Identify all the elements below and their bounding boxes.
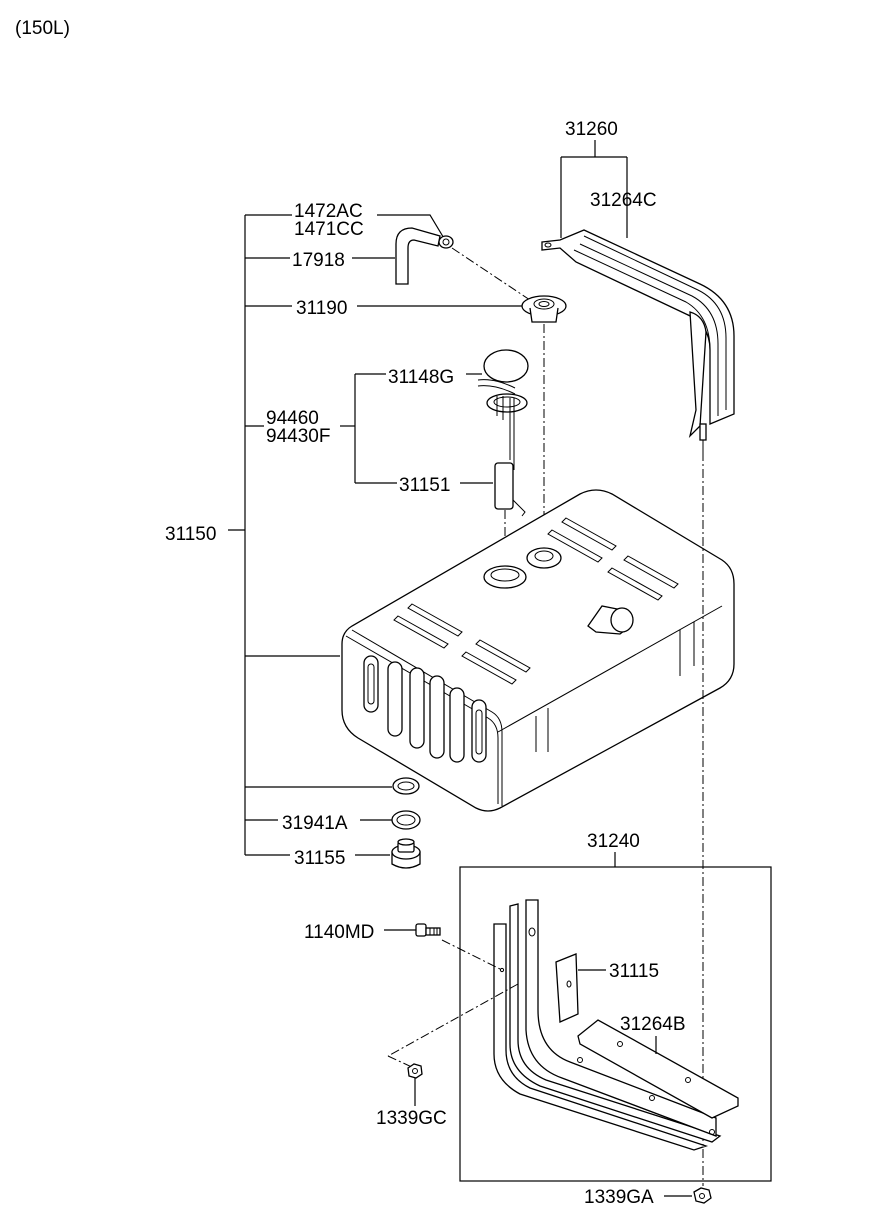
- label-1140MD: 1140MD: [304, 922, 374, 943]
- drain-plug-31155: [391, 838, 421, 869]
- fuel-sender-unit: [477, 349, 529, 517]
- label-17918: 17918: [292, 250, 345, 271]
- gasket-upper: [392, 777, 420, 795]
- bracket-assembly-box: [459, 866, 772, 1182]
- leader-31260: [560, 140, 628, 238]
- label-1339GA: 1339GA: [584, 1187, 654, 1208]
- tank-strap-31264C: [541, 229, 735, 452]
- label-31115: 31115: [609, 961, 659, 982]
- filler-neck-31190: [521, 295, 567, 323]
- label-31150: 31150: [165, 524, 216, 545]
- gasket-31941A: [391, 810, 421, 830]
- variant-label: (150L): [15, 18, 70, 39]
- label-31190: 31190: [296, 298, 347, 319]
- label-31264B: 31264B: [620, 1014, 686, 1035]
- label-1339GC: 1339GC: [376, 1108, 447, 1129]
- label-31148G: 31148G: [388, 367, 454, 388]
- assembly-line-nut-gc: [387, 983, 519, 1057]
- bolt-1140MD: [415, 923, 441, 937]
- label-31151: 31151: [399, 475, 450, 496]
- tank-bracket-31240: [493, 899, 739, 1151]
- group-bracket-31150: [228, 214, 392, 856]
- label-31260: 31260: [565, 119, 618, 140]
- label-31240: 31240: [587, 831, 640, 852]
- label-31264C: 31264C: [590, 190, 657, 211]
- label-1472AC: 1472AC: [294, 201, 363, 222]
- nut-1339GA: [693, 1187, 712, 1204]
- assembly-line-bolt: [441, 939, 503, 971]
- assembly-line-hose: [451, 247, 531, 301]
- label-94460: 94460: [266, 408, 319, 429]
- label-94430F: 94430F: [266, 426, 330, 447]
- label-31941A: 31941A: [282, 813, 348, 834]
- fuel-tank: [341, 489, 735, 812]
- hose-17918: [395, 227, 454, 285]
- label-31155: 31155: [294, 848, 345, 869]
- nut-1339GC: [407, 1063, 423, 1079]
- assembly-line-nut-gc-2: [387, 1055, 415, 1069]
- leader-lines-left: [340, 214, 522, 856]
- label-1471CC: 1471CC: [294, 219, 364, 240]
